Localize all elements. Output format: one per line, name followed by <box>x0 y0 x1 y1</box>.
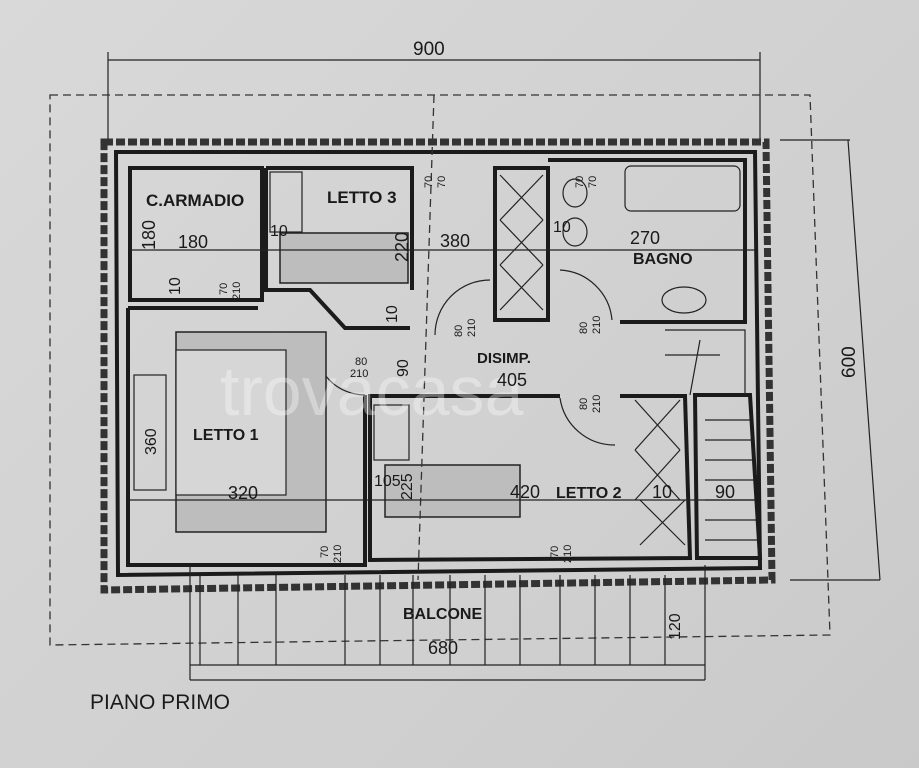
dim-armadio-door-h: 210 <box>231 282 243 300</box>
dim-letto1-width: 320 <box>228 483 258 503</box>
dim-balcone-depth: 120 <box>667 613 684 640</box>
dim-letto2-door-w: 80 <box>578 398 590 410</box>
letto2-walls <box>368 394 693 563</box>
dim-disimp-door2-h: 210 <box>591 316 603 334</box>
dim-disimp-door1-w: 80 <box>453 325 465 337</box>
room-label-letto2: LETTO 2 <box>556 485 622 502</box>
wardrobe-corridor <box>493 166 550 322</box>
dim-letto2-width: 420 <box>510 482 540 502</box>
dim-letto3-door-h: 70 <box>436 176 448 188</box>
bathtub <box>624 165 741 212</box>
dim-stair-width: 90 <box>715 482 735 502</box>
dimension-line-depth <box>780 139 881 581</box>
balcony-railing <box>189 565 706 681</box>
letto1-walls <box>126 306 367 567</box>
dim-armadio-door-w: 70 <box>218 283 230 295</box>
dim-bagno-wall: 10 <box>553 219 571 236</box>
stairs <box>665 329 757 541</box>
watermark-logo: trovacasa <box>220 352 524 430</box>
room-label-letto3: LETTO 3 <box>327 188 397 207</box>
bed-letto3 <box>279 232 409 284</box>
dim-letto3-wall: 10 <box>270 223 288 240</box>
door-swing-letto2 <box>559 397 616 446</box>
dim-overall-width: 900 <box>413 39 445 60</box>
room-label-armadio: C.ARMADIO <box>146 191 244 210</box>
armadio-walls <box>128 166 264 302</box>
bidet <box>562 217 588 247</box>
door-swing-disimp-2 <box>559 269 613 321</box>
dim-disimp-width: 405 <box>497 370 527 390</box>
dim-bagno-width: 270 <box>630 228 660 248</box>
dim-letto2-depth: 225 <box>399 473 416 500</box>
bed-letto1-mattress <box>175 349 287 496</box>
toilet <box>562 178 588 208</box>
dim-stair-wall: 10 <box>652 482 672 502</box>
dim-armadio-w: 180 <box>178 232 208 252</box>
dim-letto2-bal-door-h: 210 <box>562 545 574 563</box>
inner-wall-outline <box>113 150 763 578</box>
dim-armadio-h: 180 <box>139 220 159 250</box>
nightstand-letto1 <box>133 374 167 491</box>
bed-letto2 <box>384 464 521 518</box>
dim-corridor-wall: 10 <box>384 305 401 323</box>
plan-title: PIANO PRIMO <box>90 691 230 714</box>
room-label-balcone: BALCONE <box>403 606 482 623</box>
dim-overall-depth: 600 <box>839 346 860 378</box>
dim-disimp-door2-w: 80 <box>578 322 590 334</box>
room-label-bagno: BAGNO <box>633 251 693 268</box>
bagno-walls <box>548 158 747 324</box>
centerline <box>417 94 435 581</box>
outer-wall <box>100 138 776 594</box>
room-label-letto1: LETTO 1 <box>193 427 259 444</box>
dim-bagno-door-h: 70 <box>587 176 599 188</box>
dim-armadio-wall: 10 <box>167 277 184 295</box>
dim-letto3-depth: 220 <box>392 232 412 262</box>
dimension-line-width <box>107 52 761 140</box>
dim-bagno-door-w: 70 <box>574 176 586 188</box>
wardrobe-symbol <box>499 174 686 546</box>
dim-upper-width: 380 <box>440 231 470 251</box>
dim-letto1-bal-door-w: 70 <box>319 546 331 558</box>
dim-letto2-bal-door-w: 70 <box>549 546 561 558</box>
door-swing-disimp-1 <box>434 279 491 336</box>
dim-letto1-depth: 360 <box>143 428 160 455</box>
bed-letto3-frame <box>269 171 303 233</box>
dim-letto2-wall: 105 <box>374 473 401 490</box>
dim-letto2-door-h: 210 <box>591 395 603 413</box>
dim-letto1-bal-door-h: 210 <box>332 545 344 563</box>
dim-letto1-door-w: 80 <box>355 356 367 368</box>
dim-balcone-width: 680 <box>428 638 458 658</box>
desk-letto2 <box>373 404 410 461</box>
stair-walls <box>692 393 763 560</box>
sink <box>661 286 707 314</box>
dim-disimp-door1-h: 210 <box>466 319 478 337</box>
dim-disimp-depth: 90 <box>395 359 412 377</box>
dim-letto1-door-h: 210 <box>350 368 368 380</box>
letto3-walls <box>264 166 414 330</box>
room-label-disimp: DISIMP. <box>477 350 531 367</box>
roof-outline <box>49 94 831 646</box>
dim-letto3-door-w: 70 <box>423 176 435 188</box>
